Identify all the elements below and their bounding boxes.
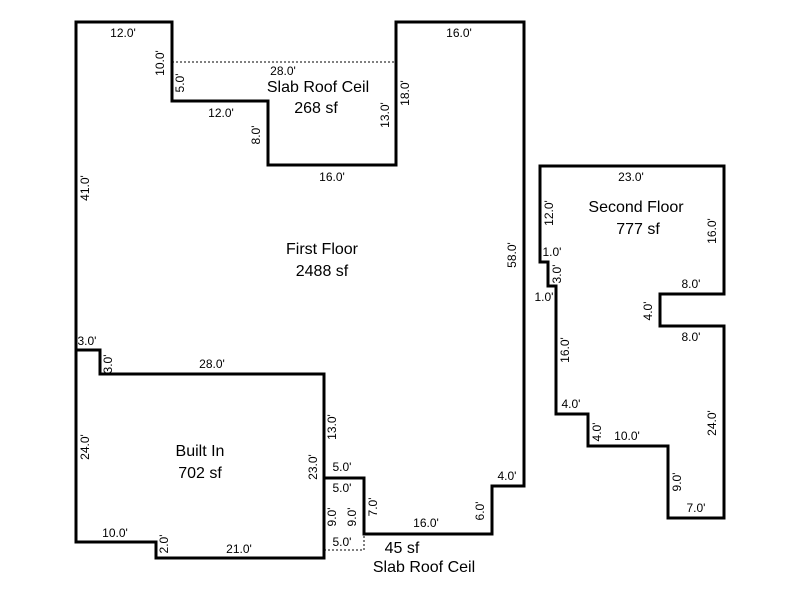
area-label-first-floor: First Floor	[286, 241, 359, 258]
dim-label: 7.0'	[366, 498, 380, 517]
dim-label: 21.0'	[226, 542, 252, 556]
dim-label: 58.0'	[505, 242, 519, 268]
area-size-slab-top: 268 sf	[294, 100, 338, 117]
dim-label: 16.0'	[446, 26, 472, 40]
dim-label: 23.0'	[306, 454, 320, 480]
dim-label: 5.0'	[333, 535, 352, 549]
dim-label: 13.0'	[325, 414, 339, 440]
dim-label: 3.0'	[78, 334, 97, 348]
dim-label: 1.0'	[543, 245, 562, 259]
dim-label: 9.0'	[345, 508, 359, 527]
dim-label: 7.0'	[687, 501, 706, 515]
dim-label: 6.0'	[473, 502, 487, 521]
dim-label: 9.0'	[670, 473, 684, 492]
slab-bottom-dashed-edge	[324, 534, 365, 551]
dim-label: 18.0'	[398, 80, 412, 106]
dim-label: 16.0'	[558, 337, 572, 363]
dim-label: 12.0'	[208, 106, 234, 120]
built-in-outline	[74, 348, 326, 560]
dim-label: 28.0'	[199, 357, 225, 371]
dim-label: 24.0'	[78, 434, 92, 460]
dim-label: 2.0'	[157, 535, 171, 554]
dim-label: 5.0'	[333, 460, 352, 474]
area-label-second-floor: Second Floor	[588, 199, 684, 216]
area-label-slab-top: Slab Roof Ceil	[267, 79, 369, 96]
dim-label: 41.0'	[78, 175, 92, 201]
area-label-built-in: Built In	[176, 443, 225, 460]
dim-label: 23.0'	[618, 170, 644, 184]
area-size-built-in: 702 sf	[178, 465, 222, 482]
dim-label: 4.0'	[641, 302, 655, 321]
dim-label: 5.0'	[333, 481, 352, 495]
area-size-second-floor: 777 sf	[616, 221, 660, 238]
dim-label: 16.0'	[319, 170, 345, 184]
dim-label: 8.0'	[682, 277, 701, 291]
dim-label: 4.0'	[562, 397, 581, 411]
dim-label: 4.0'	[590, 423, 604, 442]
dim-label: 8.0'	[682, 330, 701, 344]
area-size-slab-bottom: 45 sf	[385, 540, 420, 557]
dim-label: 24.0'	[705, 410, 719, 436]
dim-label: 5.0'	[173, 74, 187, 93]
dim-label: 12.0'	[542, 200, 556, 226]
dim-label: 10.0'	[102, 526, 128, 540]
dim-label: 16.0'	[413, 516, 439, 530]
dim-label: 3.0'	[550, 265, 564, 284]
dim-label: 1.0'	[535, 290, 554, 304]
dim-label: 3.0'	[101, 355, 115, 374]
second-floor-outline	[538, 164, 726, 520]
dim-label: 13.0'	[378, 102, 392, 128]
dim-label: 12.0'	[110, 26, 136, 40]
dim-label: 8.0'	[249, 126, 263, 145]
dim-label: 16.0'	[705, 218, 719, 244]
dim-label: 9.0'	[325, 508, 339, 527]
area-label-slab-bottom: Slab Roof Ceil	[373, 559, 475, 576]
area-size-first-floor: 2488 sf	[296, 263, 349, 280]
dim-label: 10.0'	[614, 429, 640, 443]
dim-label: 10.0'	[153, 50, 167, 76]
dim-label: 4.0'	[498, 469, 517, 483]
dim-label: 28.0'	[270, 64, 296, 78]
